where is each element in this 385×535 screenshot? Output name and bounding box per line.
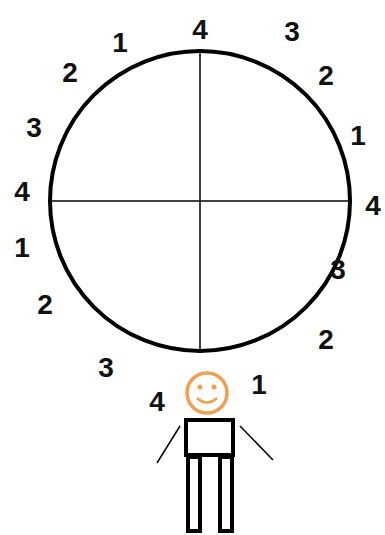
position-number: 4 <box>149 388 165 416</box>
leg <box>188 457 200 531</box>
arm <box>157 426 180 463</box>
position-number: 4 <box>365 192 381 220</box>
position-number: 2 <box>62 59 78 87</box>
position-number: 4 <box>14 178 30 206</box>
position-number: 1 <box>112 29 128 57</box>
smiley-head <box>187 373 227 413</box>
position-number: 1 <box>14 234 30 262</box>
smiley-mouth <box>197 398 217 403</box>
position-number: 3 <box>284 18 300 46</box>
position-number: 3 <box>26 114 42 142</box>
body <box>186 420 233 455</box>
position-number: 3 <box>98 354 114 382</box>
circle <box>50 51 350 351</box>
smiley-eye <box>198 385 203 390</box>
horizontal-divider <box>50 200 350 202</box>
position-number: 2 <box>318 62 334 90</box>
position-number: 4 <box>192 16 208 44</box>
position-number: 1 <box>350 122 366 150</box>
leg <box>220 457 232 531</box>
position-number: 2 <box>37 291 53 319</box>
position-number: 1 <box>251 371 267 399</box>
smiley-eye <box>212 385 217 390</box>
position-number: 2 <box>318 326 334 354</box>
position-number: 3 <box>330 256 346 284</box>
arm <box>240 426 273 460</box>
